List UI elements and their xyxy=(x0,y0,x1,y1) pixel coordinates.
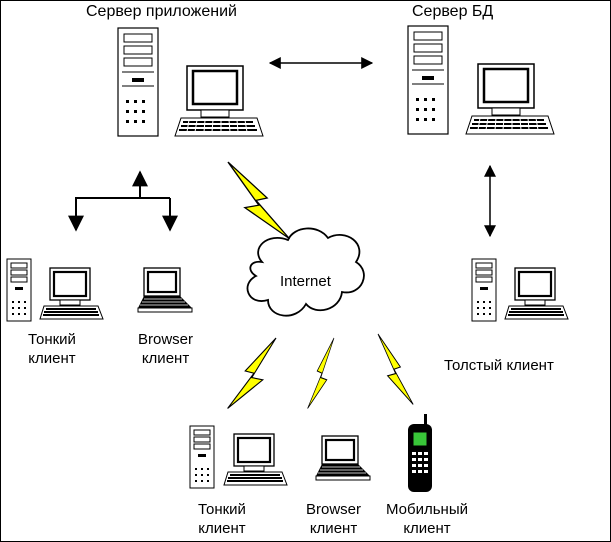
db-server-tower-icon xyxy=(407,25,449,135)
mobile-client-line1: Мобильный xyxy=(386,501,468,518)
browser-client-left-label: Browser клиент xyxy=(138,330,193,368)
app-server-tower-icon xyxy=(117,27,159,137)
thick-client-monitor-icon xyxy=(503,266,570,321)
browser-client-left-line2: клиент xyxy=(141,350,190,367)
mobile-client-line2: клиент xyxy=(403,520,451,537)
browser-client-left-line1: Browser xyxy=(138,331,194,348)
lightning-bolt-icon xyxy=(227,161,291,240)
app-server-monitor-icon xyxy=(173,64,265,138)
db-server-label: Сервер БД xyxy=(412,3,494,20)
thick-client-label: Толстый клиент xyxy=(444,357,554,374)
lightning-bolt-icon xyxy=(307,337,335,409)
app-server-branch-arrow xyxy=(68,170,178,232)
app-server-label: Сервер приложений xyxy=(86,3,237,20)
lightning-bolt-icon xyxy=(377,333,414,405)
mobile-phone-icon xyxy=(408,414,432,492)
db-server-monitor-icon xyxy=(464,62,556,136)
thin-client-left-tower-icon xyxy=(6,258,32,322)
thick-client-tower-icon xyxy=(471,258,497,322)
mobile-client-label: Мобильный клиент xyxy=(386,500,468,538)
thin-client-bottom-monitor-icon xyxy=(222,432,289,487)
lightning-bolt-icon xyxy=(227,337,277,409)
thin-client-bottom-line2: клиент xyxy=(198,520,246,537)
thin-client-left-line1: Тонкий xyxy=(28,331,76,348)
thin-client-left-monitor-icon xyxy=(38,266,105,321)
browser-client-bottom-line1: Browser xyxy=(306,501,362,518)
thin-client-bottom-tower-icon xyxy=(189,425,215,489)
thin-client-left-line2: клиент xyxy=(28,350,76,367)
internet-cloud-icon xyxy=(246,227,365,317)
internet-label: Internet xyxy=(280,273,331,290)
thin-client-bottom-label: Тонкий клиент xyxy=(198,500,246,538)
browser-client-left-laptop-icon xyxy=(136,266,194,314)
thin-client-left-label: Тонкий клиент xyxy=(28,330,76,368)
browser-client-bottom-line2: клиент xyxy=(309,520,358,537)
browser-client-bottom-laptop-icon xyxy=(314,434,372,482)
browser-client-bottom-label: Browser клиент xyxy=(306,500,361,538)
thin-client-bottom-line1: Тонкий xyxy=(198,501,246,518)
